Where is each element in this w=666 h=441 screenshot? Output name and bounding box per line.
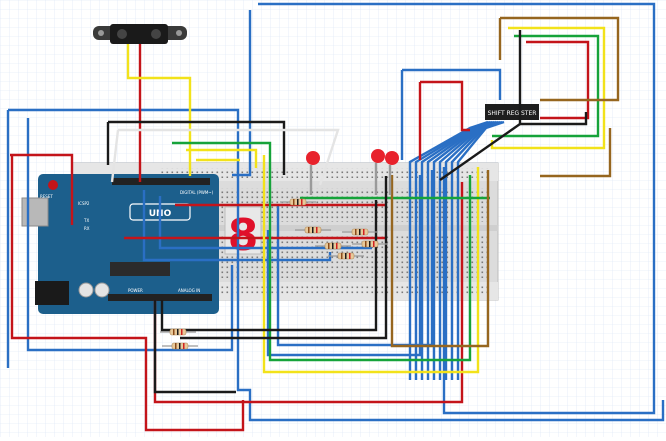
ir-distance-sensor: [93, 24, 187, 44]
microcontroller: [110, 262, 170, 276]
icsp-label: ICSP2: [78, 201, 90, 206]
resistor-4: [328, 252, 364, 260]
wire-black-sr: [518, 30, 588, 126]
resistor-6: [352, 240, 388, 248]
resistor-1: [280, 198, 316, 206]
power-jack: [35, 281, 69, 305]
shift-register: SHIFT REGISTER: [485, 104, 539, 120]
wire-blue-display-a: [276, 170, 434, 347]
wire-green-sr: [492, 34, 600, 138]
wire-red-sr-loop: [526, 40, 590, 120]
wire-black-lower: [153, 300, 236, 394]
wire-yellow-top: [186, 148, 258, 168]
resistor-7: [160, 328, 196, 336]
wire-brown-loop: [390, 170, 490, 348]
seven-segment-digit: 8: [228, 210, 259, 261]
resistor-3: [315, 242, 351, 250]
analog-label: ANALOG IN: [178, 288, 200, 293]
wire-black-bottom: [160, 200, 378, 332]
seven-segment-display: 8: [224, 206, 262, 261]
led-1: [306, 151, 320, 165]
analog-header: [108, 294, 212, 301]
resistor-8: [162, 342, 198, 350]
wire-blue-inner-left: [26, 118, 234, 352]
led-group: [306, 149, 399, 165]
wire-blue-sr-top: [402, 68, 502, 100]
wire-red-left: [10, 153, 74, 225]
rx-label: RX: [84, 226, 90, 231]
resistors: [160, 198, 388, 350]
resistor-2: [295, 226, 331, 234]
wire-brown-sr-top: [500, 16, 620, 102]
digital-header: [112, 178, 210, 185]
wire-yellow-sensor: [126, 44, 192, 176]
wire-white-left: [110, 129, 120, 183]
resistor-5: [342, 228, 378, 236]
wire-black-diag: [439, 123, 521, 181]
wire-black-bottom-2: [180, 176, 388, 340]
wire-blue-display-d: [158, 196, 372, 250]
wires: [6, 2, 665, 432]
usb-port: [21, 197, 49, 227]
led-3: [385, 151, 399, 165]
wire-red-top-box: [420, 80, 470, 132]
tx-label: TX: [83, 218, 89, 223]
wire-blue-bundle: [456, 120, 505, 380]
wire-green-loop: [172, 141, 472, 362]
power-label: POWER: [128, 288, 143, 293]
wire-blue-left-loop: [8, 108, 665, 422]
wire-brown-right: [540, 128, 612, 178]
reset-label: RESET: [40, 194, 53, 199]
digital-label: DIGITAL (PWM~): [180, 190, 214, 195]
wire-white-top: [118, 128, 340, 186]
wire-blue-outer-top: [258, 2, 656, 415]
shift-register-label: SHIFT REGISTER: [488, 110, 537, 117]
wire-black-top: [108, 120, 286, 175]
wire-red-bottom: [10, 155, 245, 432]
led-2: [371, 149, 385, 163]
reset-button: [48, 180, 58, 190]
wire-yellow-sr-outer: [490, 26, 606, 150]
wire-blue-display-b: [266, 175, 422, 357]
arduino-board: UNO RESET ICSP2 TX RX DIGITAL (PWM~) ANA…: [21, 174, 219, 314]
wire-yellow-loop: [262, 155, 480, 374]
